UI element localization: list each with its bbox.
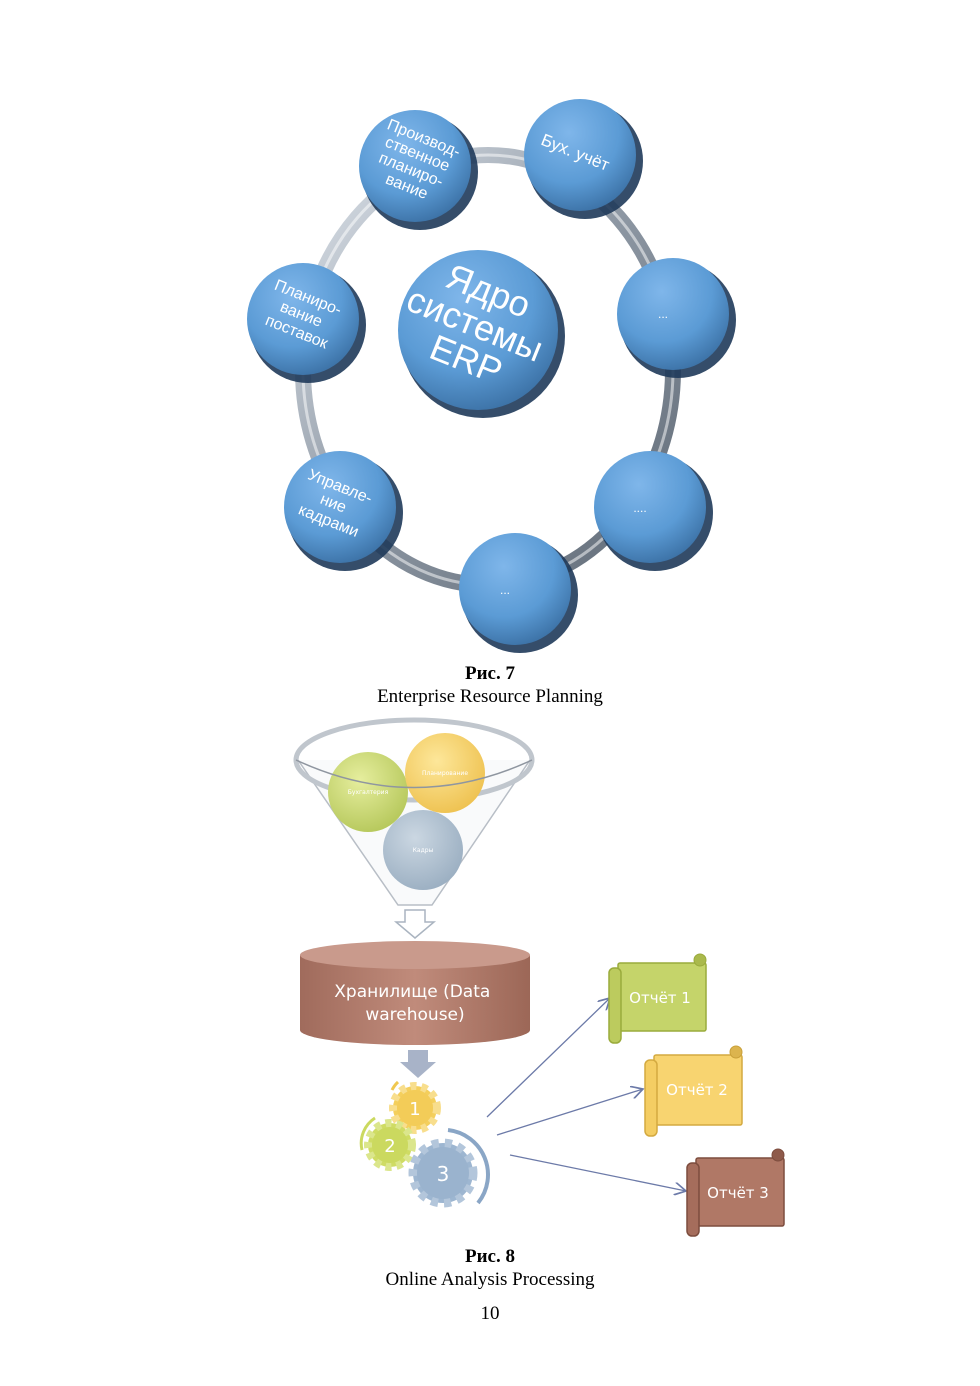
arrow-to-report-2 xyxy=(496,1089,643,1136)
report-2-scroll: Отчёт 2 xyxy=(644,1045,743,1137)
svg-text:Производ- ственное: Производ- ственное планиро- вание xyxy=(366,116,467,210)
olap-diagram: Бухгалтерия Планирование Кадры Хранилище… xyxy=(293,717,785,1237)
figure-7-caption: Enterprise Resource Planning xyxy=(377,686,603,707)
erp-diagram: Ядро системы ERP Производ- ственное план… xyxy=(247,99,736,653)
figure-8-caption: Online Analysis Processing xyxy=(385,1269,595,1290)
warehouse-label-line: warehouse) xyxy=(365,1005,464,1025)
erp-core-node: Ядро системы ERP xyxy=(398,250,565,418)
funnel-ball-planning xyxy=(405,733,485,813)
warehouse-down-arrow xyxy=(400,1050,436,1078)
funnel: Бухгалтерия Планирование Кадры xyxy=(293,717,535,906)
gear-2: 2 xyxy=(359,1116,416,1171)
erp-module-placeholder-lower-right: .... xyxy=(594,451,713,571)
funnel-ball-accounting xyxy=(328,752,408,832)
gear-1: 1 xyxy=(389,1080,441,1134)
funnel-label: Планирование xyxy=(422,770,468,777)
module-label-line: ... xyxy=(658,307,668,321)
report-label: Отчёт 2 xyxy=(666,1081,728,1099)
page-number: 10 xyxy=(480,1303,500,1324)
funnel-down-arrow xyxy=(393,909,437,939)
warehouse-label-line: Хранилище (Data xyxy=(334,982,490,1002)
arrow-to-report-3 xyxy=(509,1154,686,1191)
report-1-scroll: Отчёт 1 xyxy=(608,953,707,1044)
module-label-line: ... xyxy=(500,583,510,597)
funnel-ball-hr xyxy=(383,810,463,890)
gear-label: 3 xyxy=(437,1162,450,1186)
figure-8-number: Рис. 8 xyxy=(465,1246,515,1267)
module-label-line: .... xyxy=(633,501,646,515)
erp-module-placeholder-bottom: ... xyxy=(459,533,578,653)
figure-7-number: Рис. 7 xyxy=(465,663,515,684)
gear-label: 2 xyxy=(384,1136,395,1157)
erp-module-production: Производ- ственное планиро- вание xyxy=(359,110,478,230)
funnel-label: Бухгалтерия xyxy=(348,789,389,796)
report-label: Отчёт 1 xyxy=(629,989,691,1007)
funnel-label: Кадры xyxy=(413,847,434,854)
svg-text:Хранилище (Data wareho: Хранилище (Data warehouse) xyxy=(334,982,495,1025)
data-warehouse-cylinder: Хранилище (Data warehouse) xyxy=(300,941,530,1045)
erp-module-hr: Управле- ние кадрами xyxy=(284,451,403,571)
erp-module-placeholder-right: ... xyxy=(617,258,736,378)
report-3-scroll: Отчёт 3 xyxy=(686,1148,785,1237)
gear-label: 1 xyxy=(409,1099,420,1120)
process-gears: 1 2 3 xyxy=(359,1080,490,1208)
erp-module-supply: Планиро- вание поставок xyxy=(247,263,366,383)
gear-3: 3 xyxy=(408,1128,490,1208)
erp-module-accounting: Бух. учёт xyxy=(524,99,643,219)
report-label: Отчёт 3 xyxy=(707,1184,769,1202)
arrow-to-report-1 xyxy=(486,998,610,1118)
